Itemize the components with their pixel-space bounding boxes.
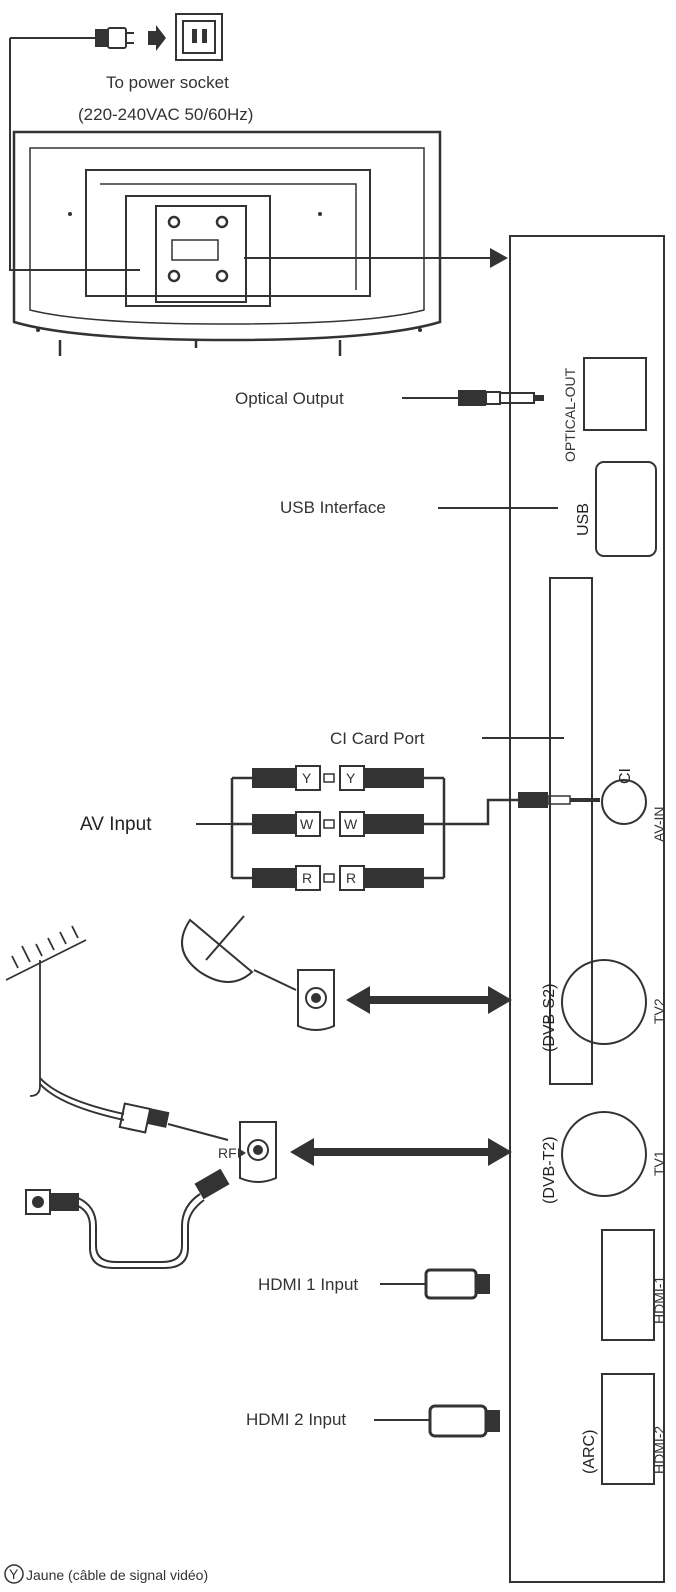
tv-screw <box>36 328 40 332</box>
power-socket-icon <box>175 13 223 61</box>
tv-screw <box>318 212 322 216</box>
av-in-jack <box>601 779 647 825</box>
tv-rear-panel <box>12 130 442 356</box>
ci-card-slot <box>549 577 593 1085</box>
usb-interface-label: USB Interface <box>280 498 386 517</box>
optical-port <box>583 357 647 431</box>
hdmi2-port-label: HDMI-2 <box>651 1426 667 1474</box>
hdmi2-port <box>601 1373 655 1485</box>
rca-label-r-left: R <box>302 870 312 886</box>
av-rca-cable <box>230 776 518 880</box>
connector-panel <box>509 235 665 1583</box>
arrow-right-icon <box>148 25 166 51</box>
satellite-wall-socket <box>297 969 335 1031</box>
av-jack-plug-icon <box>518 792 600 808</box>
hdmi2-plug-icon <box>428 1404 500 1438</box>
tv-screw <box>68 212 72 216</box>
optical-output-label: Optical Output <box>235 389 344 408</box>
rca-label-y-left: Y <box>302 770 312 786</box>
av-input-label: AV Input <box>80 814 152 835</box>
dvb-t2-label: (DVB-T2) <box>541 1136 558 1204</box>
tv1-dvb-t2-port <box>561 1111 647 1197</box>
rca-plug-row-y <box>252 765 424 791</box>
hdmi1-port <box>601 1229 655 1341</box>
rca-label-r-right: R <box>346 870 356 886</box>
usb-port-label: USB <box>575 503 592 536</box>
power-plug-icon <box>10 27 134 49</box>
usb-port <box>595 461 657 557</box>
ci-card-port-label: CI Card Port <box>330 729 425 748</box>
satellite-dish-icon <box>181 915 297 991</box>
antenna-cable <box>39 1077 125 1121</box>
power-label-line2: (220-240VAC 50/60Hz) <box>78 105 253 124</box>
hdmi1-plug-icon <box>424 1268 490 1300</box>
hdmi2-input-label: HDMI 2 Input <box>246 1410 346 1429</box>
tv1-label: TV1 <box>651 1150 667 1176</box>
rca-plug-row-r <box>252 865 424 891</box>
hdmi1-port-label: HDMI-1 <box>651 1276 667 1324</box>
arc-label: (ARC) <box>581 1430 598 1474</box>
arrow-head-icon <box>490 248 508 268</box>
tv2-double-arrow <box>346 986 512 1014</box>
dvb-s2-label: (DVB-S2) <box>541 984 558 1052</box>
optical-cable-icon <box>458 390 544 406</box>
tv1-double-arrow <box>290 1138 512 1166</box>
tv2-label: TV2 <box>651 998 667 1024</box>
power-cord <box>9 38 140 271</box>
tv-screw <box>418 328 422 332</box>
rca-plug-row-w <box>252 811 424 837</box>
legend-symbol-circle <box>4 1564 24 1584</box>
tv2-dvb-s2-port <box>561 959 647 1045</box>
rca-label-w-left: W <box>300 816 314 832</box>
legend-symbol: Y <box>9 1566 19 1582</box>
av-in-port-label: AV-IN <box>651 806 667 842</box>
antenna-icon <box>5 925 87 1097</box>
coax-patch-cable <box>25 1168 230 1269</box>
coax-plug-icon <box>118 1102 229 1141</box>
legend-text: Jaune (câble de signal vidéo) <box>26 1567 208 1583</box>
terrestrial-wall-socket <box>239 1121 277 1183</box>
optical-port-label: OPTICAL-OUT <box>562 367 578 462</box>
rca-label-w-right: W <box>344 816 358 832</box>
rca-label-y-right: Y <box>346 770 356 786</box>
power-label-line1: To power socket <box>106 73 229 92</box>
rf-arrow-icon <box>238 1148 246 1158</box>
rf-label: RF <box>218 1145 237 1161</box>
hdmi1-input-label: HDMI 1 Input <box>258 1275 358 1294</box>
